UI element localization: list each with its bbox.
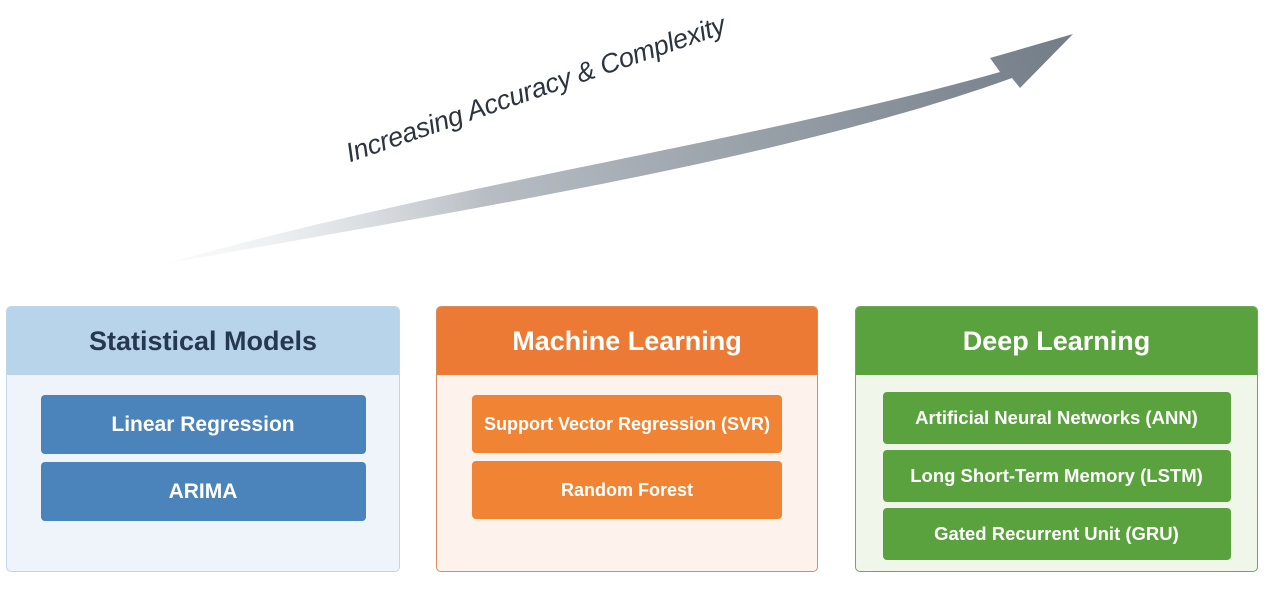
panel-title: Deep Learning [856,307,1257,375]
panel-deep-learning: Deep Learning Artificial Neural Networks… [855,306,1258,572]
panel-machine-learning: Machine Learning Support Vector Regressi… [436,306,818,572]
panel-title: Machine Learning [437,307,817,375]
panel-title: Statistical Models [7,307,399,375]
model-item: Support Vector Regression (SVR) [472,395,782,453]
panel-statistical-models: Statistical Models Linear Regression ARI… [6,306,400,572]
arrow-shaft [165,34,1073,264]
model-item: Linear Regression [40,395,366,454]
model-item: ARIMA [40,462,366,521]
model-item: Long Short-Term Memory (LSTM) [882,450,1231,502]
model-item: Random Forest [472,461,782,519]
progression-arrow [165,34,1073,264]
model-item: Artificial Neural Networks (ANN) [882,392,1231,444]
model-item: Gated Recurrent Unit (GRU) [882,508,1231,560]
